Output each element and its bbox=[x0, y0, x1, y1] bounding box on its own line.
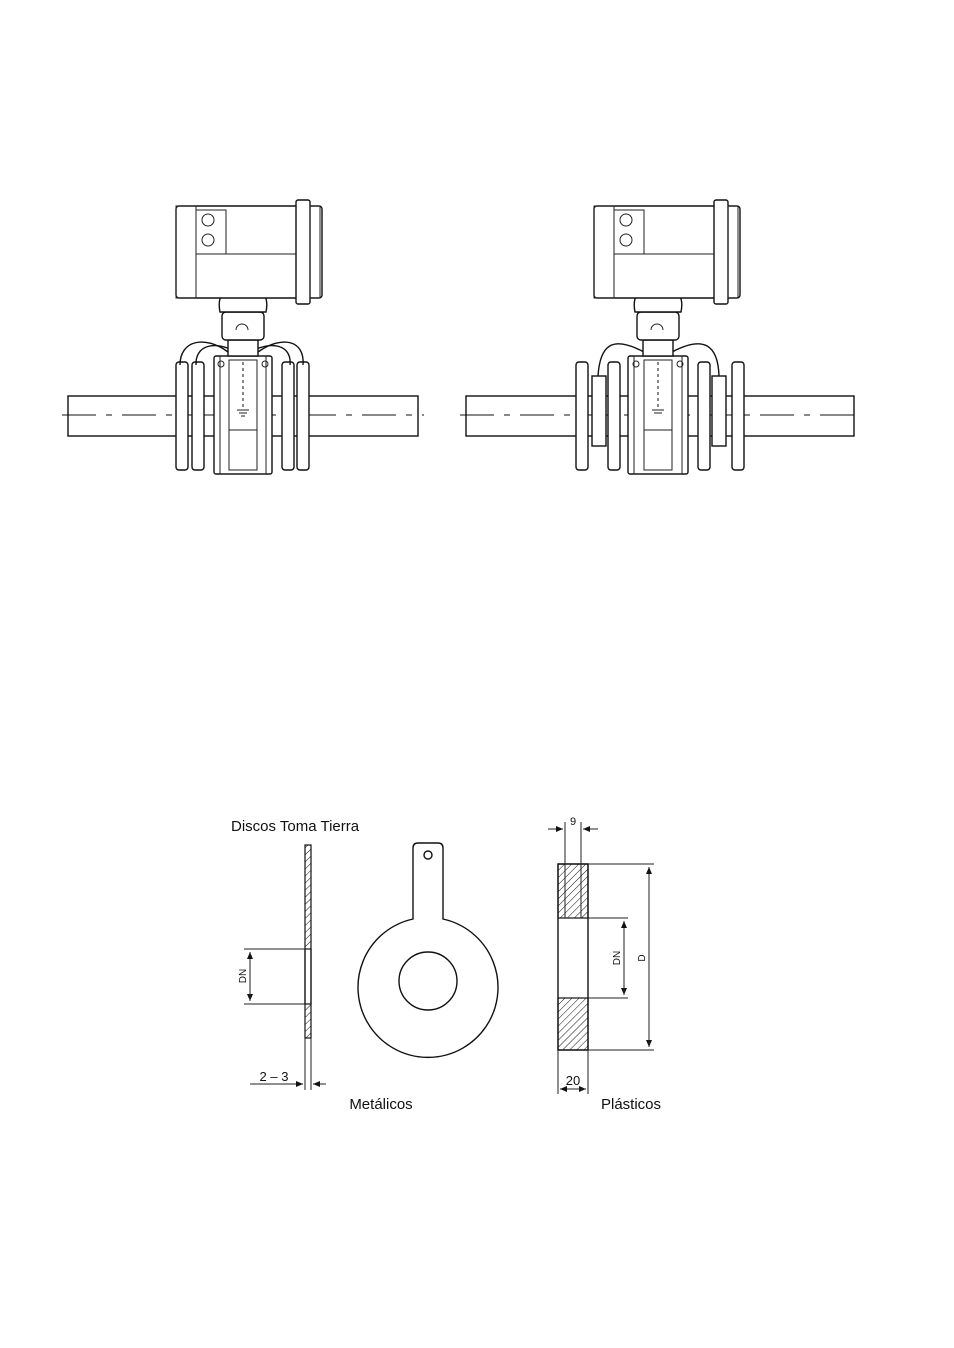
dim-dn-metal: DN bbox=[238, 969, 249, 983]
meter-body-left bbox=[213, 355, 273, 475]
plastic-disc-section bbox=[548, 822, 654, 1094]
converter-head-left bbox=[175, 199, 323, 305]
neck-right bbox=[633, 289, 683, 357]
dim-dn-plastic: DN bbox=[612, 951, 623, 965]
meter-body-right bbox=[627, 355, 689, 475]
flowmeter-assembly-left bbox=[62, 199, 424, 475]
metal-disc-side-view bbox=[244, 844, 326, 1090]
converter-head-right bbox=[593, 199, 741, 305]
ground-straps-right bbox=[597, 343, 720, 377]
neck-left bbox=[218, 289, 268, 357]
dim-thickness-plastic: 20 bbox=[566, 1073, 580, 1088]
dim-top-plastic: 9 bbox=[570, 816, 576, 828]
metal-label: Metálicos bbox=[349, 1096, 412, 1113]
plastic-label: Plásticos bbox=[601, 1096, 661, 1113]
flowmeter-assembly-right bbox=[460, 199, 860, 475]
dim-thickness-metal: 2 – 3 bbox=[260, 1069, 289, 1084]
flanges-right bbox=[575, 361, 745, 471]
metal-disc-front-view bbox=[357, 842, 499, 1058]
dim-d-plastic: D bbox=[637, 954, 648, 961]
section-title: Discos Toma Tierra bbox=[231, 818, 360, 835]
